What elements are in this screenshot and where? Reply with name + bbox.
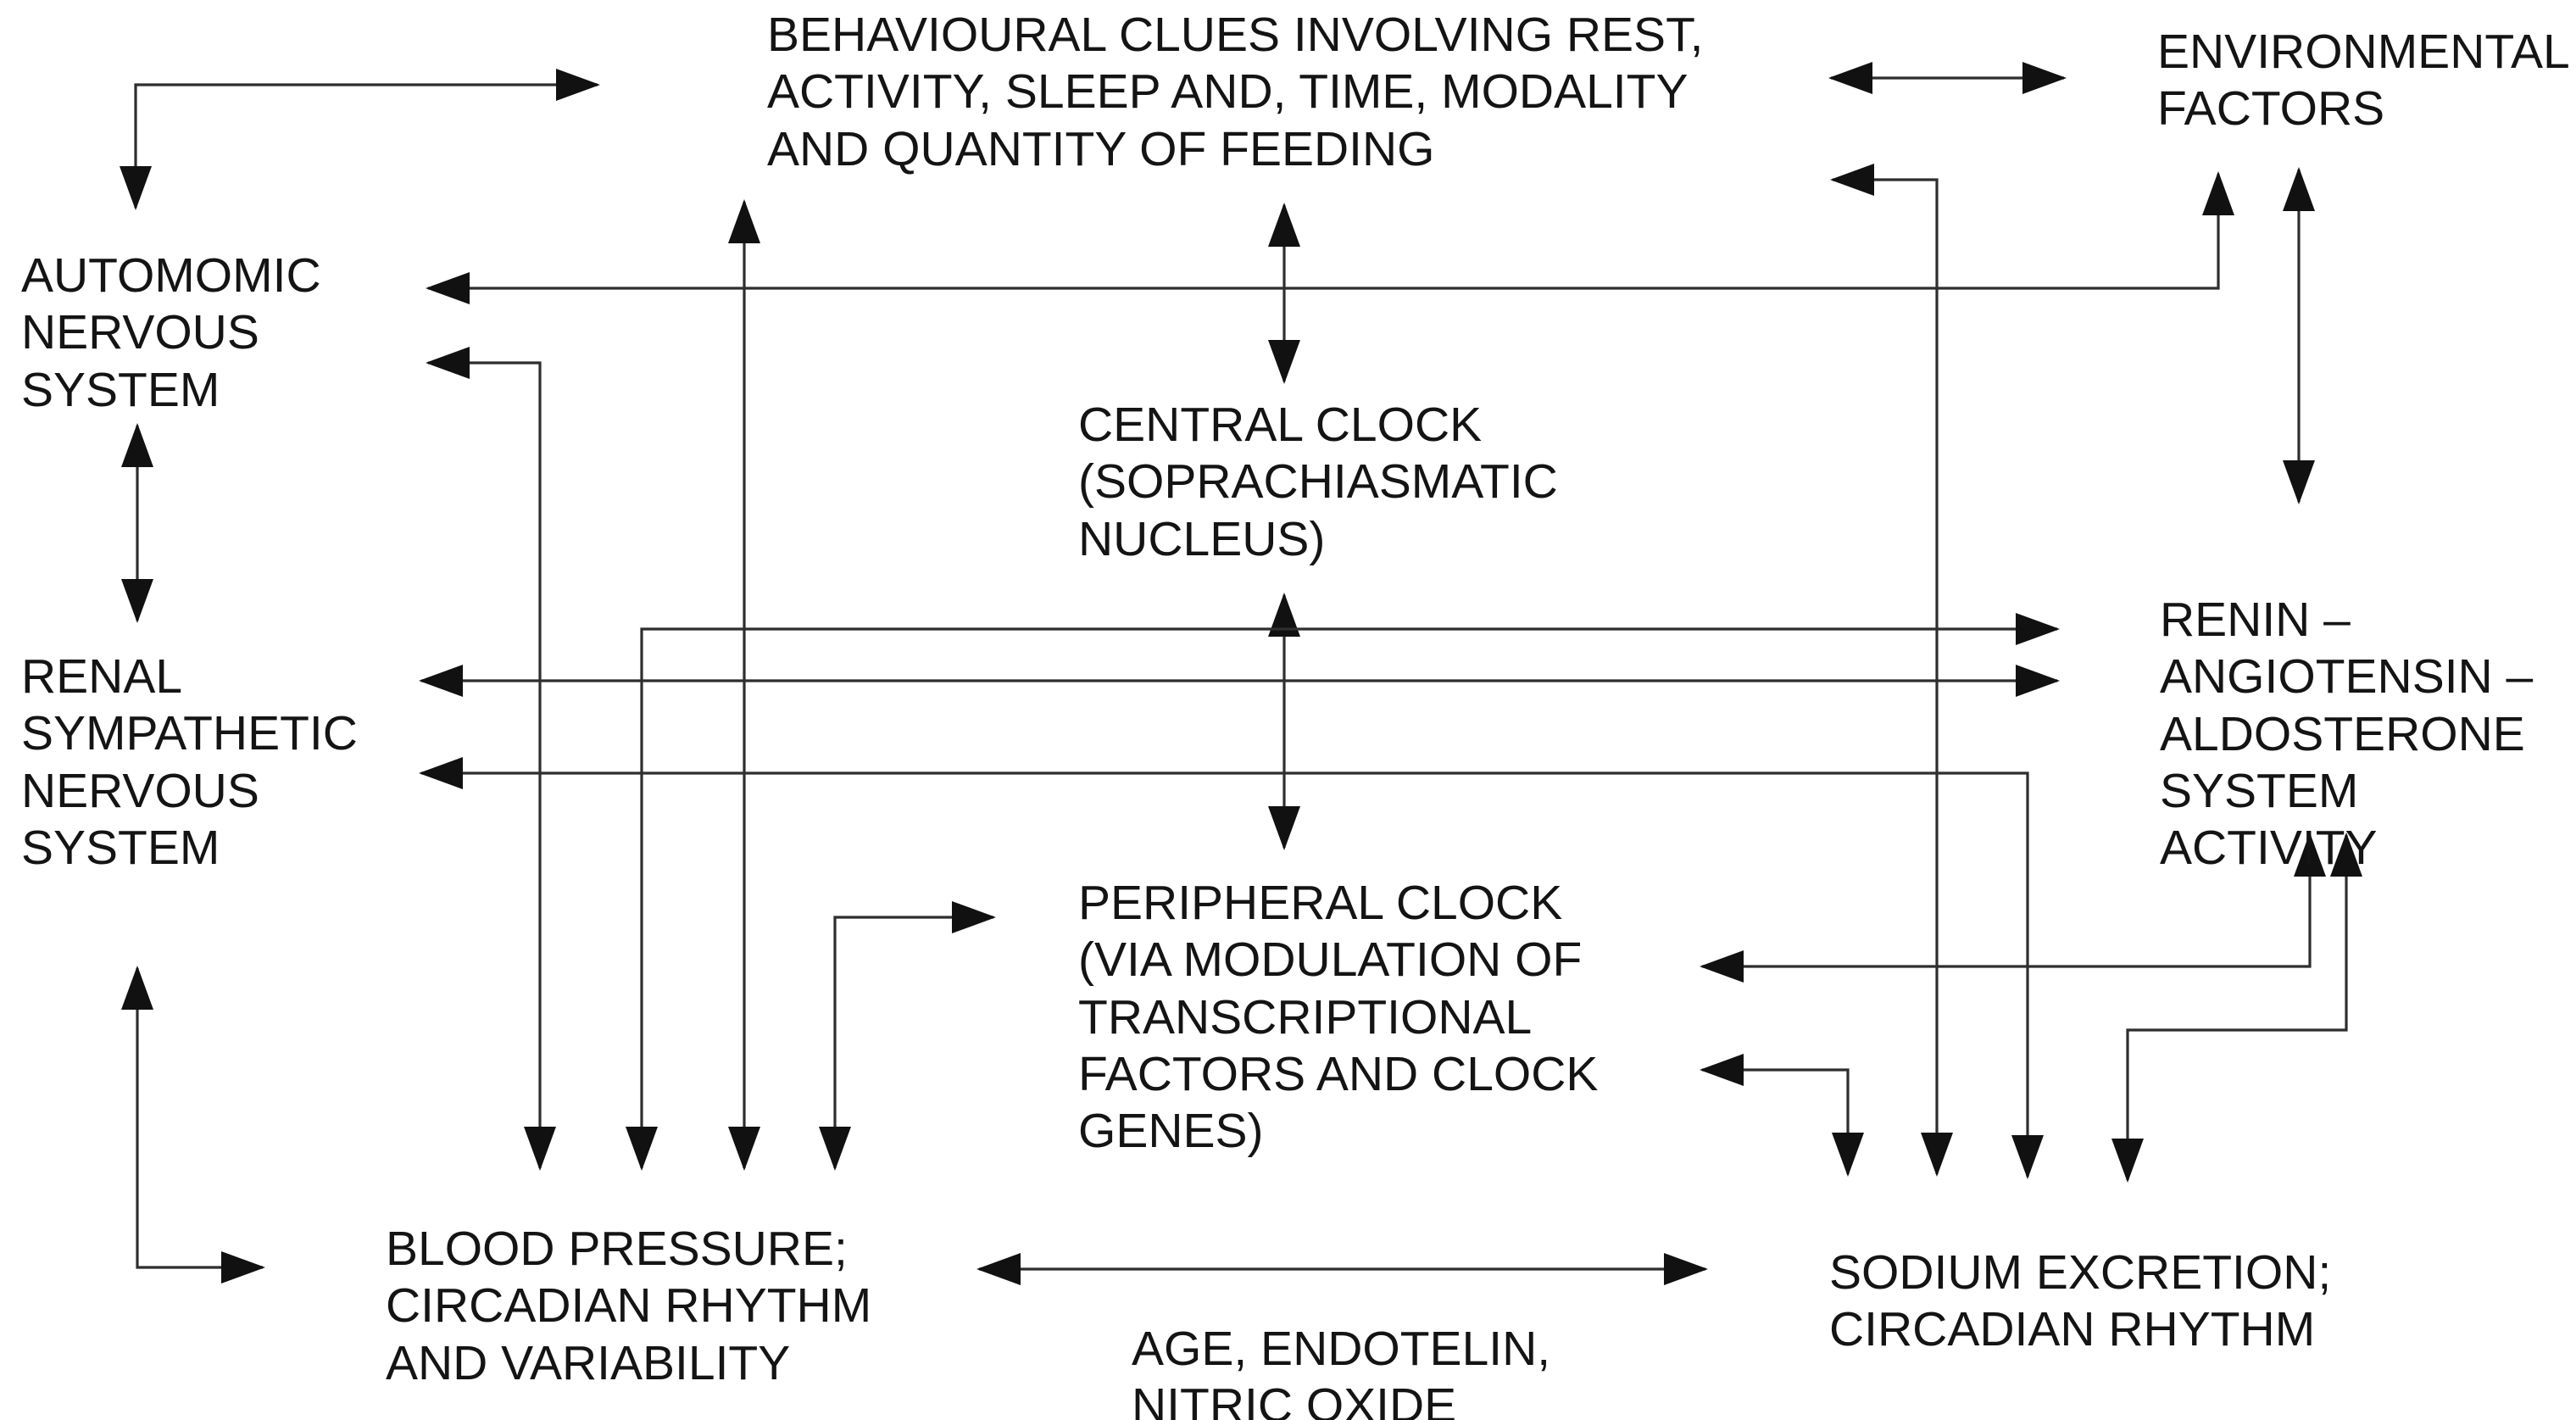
node-environmental-factors: ENVIRONMENTAL FACTORS (2157, 25, 2570, 136)
node-sodium-excretion: SODIUM EXCRETION; CIRCADIAN RHYTHM (1829, 1245, 2332, 1357)
arrow-autonomic-environmental (426, 171, 2234, 304)
arrow-peripheral-clock-blood-pressure (819, 901, 996, 1171)
arrow-behavioural-sodium (1830, 164, 1953, 1177)
node-autonomic-nervous-system: AUTOMOMIC NERVOUS SYSTEM (21, 248, 321, 417)
node-renal-sympathetic-nervous-system: RENAL SYMPATHETIC NERVOUS SYSTEM (21, 649, 358, 875)
arrow-renal-sympathetic-blood-pressure (121, 966, 265, 1284)
arrow-autonomic-behavioural (120, 69, 600, 210)
node-central-clock: CENTRAL CLOCK (SOPRACHIASMATIC NUCLEUS) (1078, 398, 1558, 566)
arrow-group (120, 62, 2362, 1285)
arrow-renin-sodium (2111, 833, 2362, 1183)
node-age-endotelin-nitric-oxide: AGE, ENDOTELIN, NITRIC OXIDE (1132, 1322, 1551, 1420)
arrow-renal-sympathetic-sodium (419, 757, 2044, 1179)
node-peripheral-clock: PERIPHERAL CLOCK (VIA MODULATION OF TRAN… (1078, 876, 1599, 1158)
node-blood-pressure: BLOOD PRESSURE; CIRCADIAN RHYTHM AND VAR… (386, 1222, 872, 1390)
arrow-peripheral-clock-sodium (1700, 1054, 1864, 1177)
arrow-autonomic-blood-pressure (426, 347, 556, 1171)
node-behavioural-clues: BEHAVIOURAL CLUES INVOLVING REST, ACTIVI… (767, 8, 1704, 176)
node-renin-angiotensin-aldosterone: RENIN – ANGIOTENSIN – ALDOSTERONE SYSTEM… (2160, 593, 2534, 875)
